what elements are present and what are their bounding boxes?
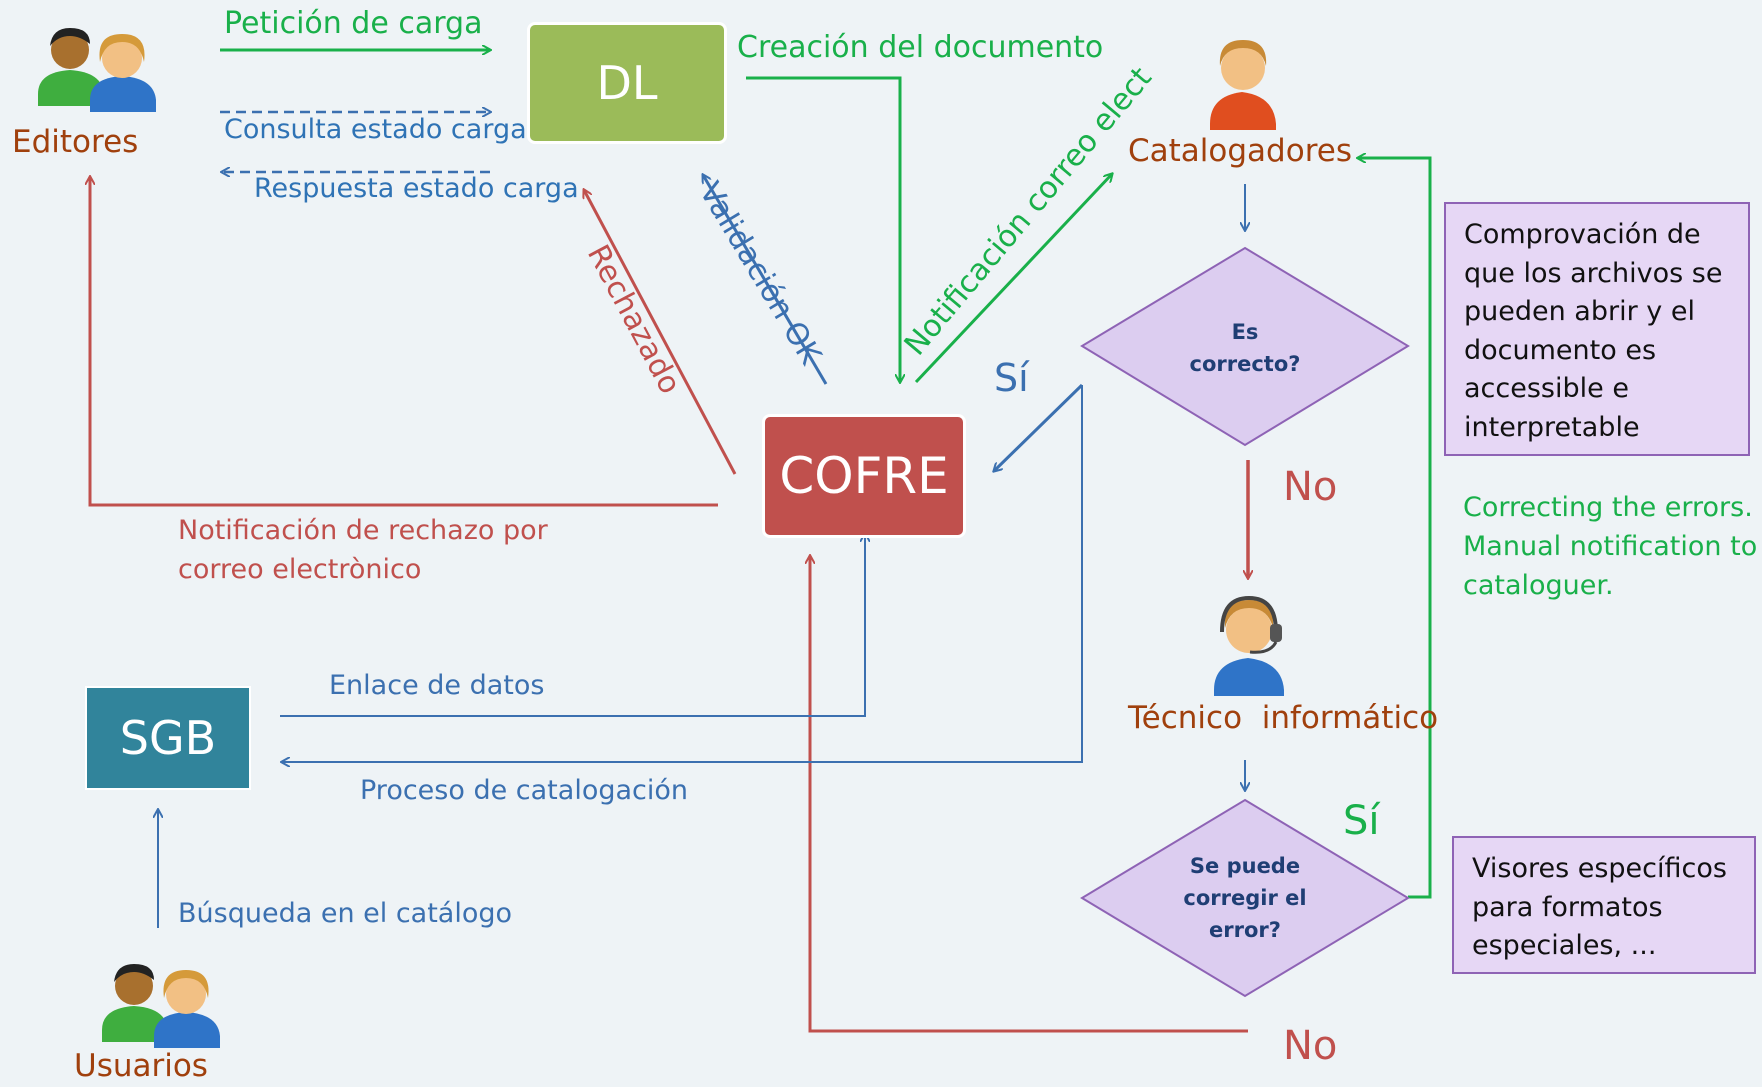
validation-ok-arrow (703, 175, 828, 385)
decision-fixable (1080, 798, 1410, 998)
data-link-arrow (280, 534, 865, 717)
viewers-note-line: Visores específicos (1472, 853, 1727, 884)
user-group-icon (38, 28, 156, 112)
dl-box: DL (527, 22, 727, 144)
not-fixable-to-cofre-arrow (810, 556, 1248, 1033)
user-icon (1210, 40, 1276, 130)
decision-fixable-text: Se puede corregir el error? (1155, 850, 1335, 946)
rejection-notice-line2: correo electrònico (178, 554, 422, 585)
sgb-box: SGB (85, 686, 251, 790)
check-note-line: pueden abrir y el (1464, 296, 1695, 327)
fixed-to-cataloguers-arrow (1358, 158, 1432, 899)
load-request-label: Petición de carga (224, 6, 483, 41)
viewers-note: Visores específicos para formatos especi… (1452, 836, 1756, 974)
rejected-arrow (584, 190, 737, 475)
yes-to-cofre-arrow (994, 383, 1084, 471)
data-link-label: Enlace de datos (329, 670, 545, 701)
status-reply-label: Respuesta estado carga (254, 173, 579, 204)
viewers-note-line: especiales, ... (1472, 930, 1657, 961)
correcting-note-line: Correcting the errors. (1463, 492, 1753, 523)
no-correct-label: No (1283, 464, 1338, 510)
check-note-line: Comprovación de (1464, 219, 1701, 250)
decision-correct-line1: Es (1231, 320, 1259, 344)
editors-label: Editores (12, 124, 139, 160)
no-fixable-label: No (1283, 1023, 1338, 1069)
catalogue-search-label: Búsqueda en el catálogo (178, 898, 513, 929)
doc-creation-label: Creación del documento (737, 30, 1104, 65)
decision-correct-line2: correcto? (1189, 352, 1301, 376)
users-label: Usuarios (74, 1048, 208, 1084)
check-note-line: accessible e (1464, 373, 1629, 404)
user-group-icon (102, 964, 220, 1048)
decision-fixable-line3: error? (1209, 918, 1281, 942)
rejection-notice-line1: Notificación de rechazo por (178, 515, 548, 546)
technician-label: Técnico informático (1128, 700, 1439, 736)
email-notification-arrow (914, 174, 1112, 384)
correcting-note-line: Manual notification to (1463, 531, 1758, 562)
check-note: Comprovación de que los archivos se pued… (1444, 202, 1750, 456)
cataloguing-process-arrow (282, 385, 1083, 762)
check-note-line: interpretable (1464, 411, 1640, 443)
yes-correct-label: Sí (994, 356, 1029, 400)
check-note-line: documento es (1464, 334, 1657, 366)
viewers-note-line: para formatos (1472, 891, 1663, 923)
correcting-note: Correcting the errors. Manual notificati… (1463, 488, 1757, 605)
decision-fixable-line1: Se puede (1189, 854, 1301, 878)
decision-correct (1080, 246, 1410, 447)
decision-fixable-line2: corregir el (1183, 886, 1307, 910)
yes-fixable-label: Sí (1343, 798, 1380, 844)
cataloguing-process-label: Proceso de catalogación (360, 775, 688, 806)
correcting-note-line: cataloguer. (1463, 570, 1614, 601)
check-note-line: que los archivos se (1464, 257, 1723, 289)
rejection-notice-arrow (90, 177, 718, 507)
cofre-box: COFRE (762, 414, 966, 538)
cataloguers-label: Catalogadores (1128, 133, 1352, 169)
decision-correct-text: Es correcto? (1155, 316, 1335, 380)
status-query-label: Consulta estado carga (224, 114, 527, 145)
doc-creation-arrow (746, 76, 900, 382)
headset-user-icon (1214, 595, 1284, 696)
